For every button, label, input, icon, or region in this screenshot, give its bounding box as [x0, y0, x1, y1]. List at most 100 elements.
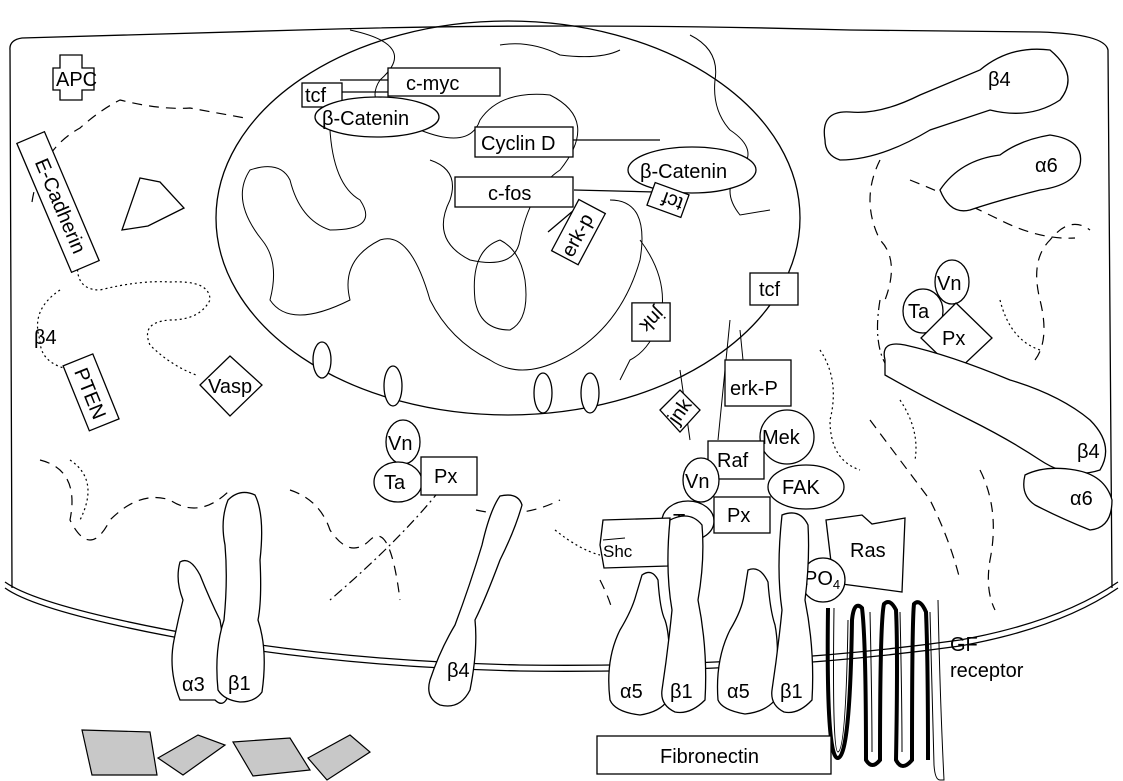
- chromatin: [241, 89, 643, 371]
- svg-text:β1: β1: [670, 681, 693, 703]
- beta4-left-label: β4: [34, 327, 57, 349]
- svg-text:APC: APC: [56, 69, 97, 91]
- filament-dashdot: [329, 489, 441, 601]
- fak-protein: FAK: [767, 464, 845, 510]
- beta4-membrane-integrin: β4: [428, 494, 523, 707]
- filament-dotted: [899, 399, 917, 461]
- vn-right: Vn: [934, 259, 970, 305]
- nuclear-pore: [383, 365, 403, 407]
- nuclear-pore: [533, 372, 553, 414]
- svg-text:Ta: Ta: [384, 472, 406, 494]
- svg-text:Ta: Ta: [908, 301, 930, 323]
- svg-text:Fibronectin: Fibronectin: [660, 746, 759, 768]
- chromatin: [473, 239, 527, 331]
- chromatin: [499, 43, 621, 58]
- filament-dotted: [819, 349, 861, 471]
- svg-text:β-Catenin: β-Catenin: [640, 161, 727, 183]
- gf-receptor: [825, 599, 945, 781]
- filament: [909, 179, 1076, 239]
- fibronectin-box: Fibronectin: [596, 735, 832, 775]
- filament: [979, 469, 996, 611]
- svg-text:Vn: Vn: [685, 471, 709, 493]
- ecm-fragment: [156, 734, 227, 776]
- ta-left: Ta: [373, 461, 423, 503]
- filament: [599, 579, 613, 611]
- svg-text:β1: β1: [228, 673, 251, 695]
- alpha3-integrin: α3: [171, 559, 231, 704]
- filament: [1034, 223, 1091, 361]
- px-left: Px: [420, 456, 478, 496]
- ecm-fragment: [307, 734, 372, 781]
- apc-protein: APC: [52, 54, 97, 101]
- ecm-fragment: [81, 729, 158, 776]
- filament: [289, 489, 401, 601]
- nucleus: [215, 20, 801, 416]
- svg-text:Mek: Mek: [762, 427, 801, 449]
- filament-dotted: [69, 459, 89, 521]
- svg-text:α6: α6: [1070, 488, 1093, 510]
- vn-center: Vn: [682, 457, 720, 503]
- nuclear-pore: [580, 372, 600, 414]
- alpha5-a-integrin: α5: [608, 571, 671, 716]
- svg-text:β4: β4: [447, 660, 470, 682]
- c-fos-box: c-fos: [454, 176, 574, 208]
- svg-text:Px: Px: [727, 505, 750, 527]
- po4-group: PO4: [800, 557, 846, 603]
- e-cadherin-protein: E-Cadherin: [15, 130, 101, 274]
- beta1-a-integrin: β1: [661, 515, 707, 714]
- svg-text:tcf: tcf: [759, 279, 781, 301]
- vn-left: Vn: [385, 419, 421, 465]
- filament-dotted: [554, 529, 601, 556]
- svg-text:Vn: Vn: [388, 433, 412, 455]
- svg-text:FAK: FAK: [782, 477, 820, 499]
- alpha6-right-integrin: α6: [1023, 467, 1113, 531]
- pentagon-shape: [121, 177, 186, 231]
- c-myc-box: c-myc: [387, 67, 501, 97]
- svg-text:Px: Px: [434, 466, 457, 488]
- jnk-nuclear: jnk: [631, 302, 671, 342]
- beta1-b-integrin: β1: [771, 512, 814, 714]
- px-center: Px: [713, 496, 771, 534]
- svg-text:β-Catenin: β-Catenin: [322, 108, 409, 130]
- beta4-top-right-integrin: β4: [823, 48, 1069, 161]
- ta-right: Ta: [902, 288, 944, 334]
- svg-text:Cyclin D: Cyclin D: [481, 133, 555, 155]
- filament: [39, 459, 231, 541]
- svg-text:erk-P: erk-P: [730, 378, 778, 400]
- beta4-right-integrin: β4: [883, 343, 1107, 474]
- svg-text:α3: α3: [182, 674, 205, 696]
- alpha6-top-right-integrin: α6: [939, 134, 1082, 212]
- svg-text:c-myc: c-myc: [406, 73, 459, 95]
- erk-p-cytoplasm: erk-P: [724, 359, 792, 407]
- filament: [869, 419, 961, 581]
- nuclear-pore: [312, 341, 332, 379]
- plasma-membrane-outer: [4, 581, 1119, 666]
- svg-text:α6: α6: [1035, 155, 1058, 177]
- beta-catenin-nuclear: β-Catenin: [314, 96, 440, 138]
- tcf-cytoplasm: tcf: [749, 272, 799, 306]
- ras-protein: Ras: [825, 514, 906, 593]
- svg-text:Vasp: Vasp: [208, 376, 252, 398]
- connector-line: [717, 319, 731, 441]
- svg-text:α5: α5: [620, 681, 643, 703]
- svg-text:jnk: jnk: [663, 394, 697, 429]
- svg-text:Vn: Vn: [937, 273, 961, 295]
- svg-text:c-fos: c-fos: [488, 183, 531, 205]
- cyclin-d-box: Cyclin D: [474, 126, 574, 158]
- svg-text:α5: α5: [727, 681, 750, 703]
- vasp-protein: Vasp: [199, 355, 263, 417]
- svg-text:β4: β4: [1077, 441, 1100, 463]
- svg-text:Ras: Ras: [850, 540, 886, 562]
- shc-protein: Shc: [599, 517, 671, 569]
- svg-text:Raf: Raf: [717, 450, 749, 472]
- beta-catenin-nuclear-2: β-Catenin: [627, 146, 757, 194]
- svg-text:Px: Px: [942, 328, 965, 350]
- svg-text:β1: β1: [780, 681, 803, 703]
- beta1-left-integrin: β1: [216, 491, 265, 703]
- svg-text:β4: β4: [988, 69, 1011, 91]
- jnk-cytoplasm: jnk: [659, 389, 701, 433]
- svg-text:PO4: PO4: [804, 568, 840, 592]
- filament: [869, 159, 893, 301]
- gf-receptor-label-line2: receptor: [950, 660, 1024, 682]
